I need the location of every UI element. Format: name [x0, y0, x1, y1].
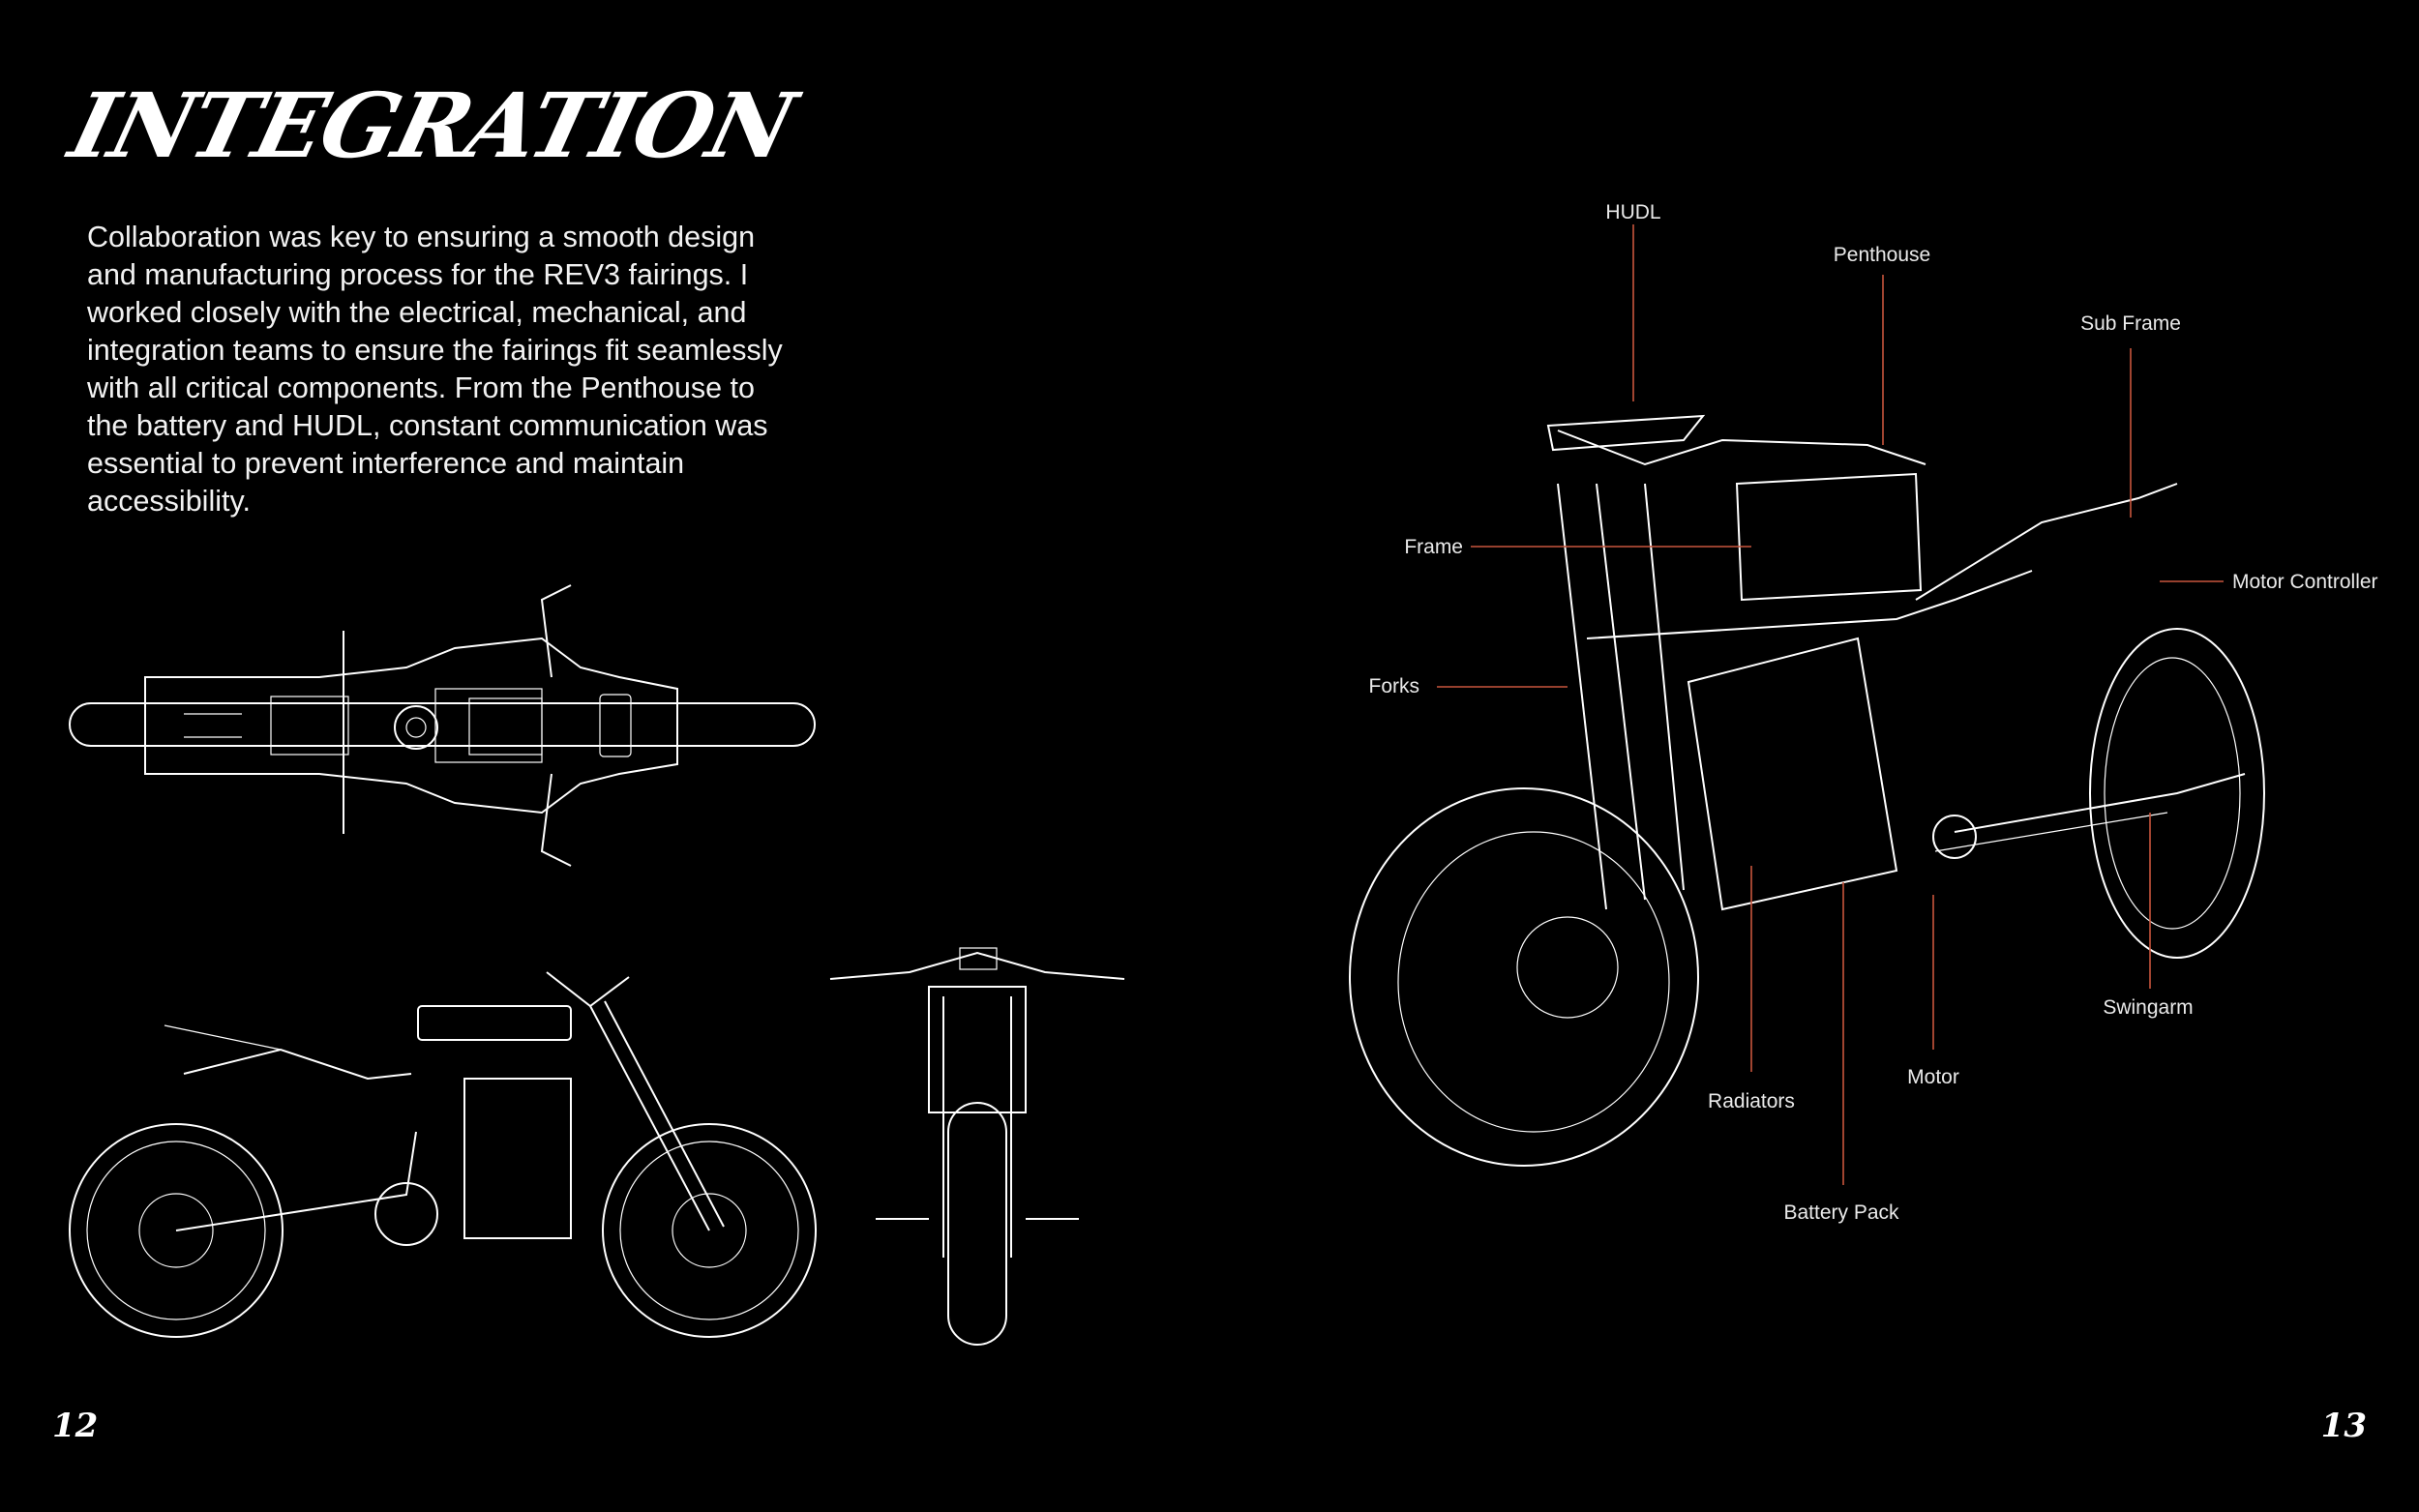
- callout-hudl: HUDL: [1605, 201, 1660, 223]
- isometric-view-drawing: [1349, 414, 2265, 1167]
- page-number-right: 13: [2320, 1407, 2367, 1445]
- callout-leaders: [1437, 224, 2224, 1185]
- callout-sub-frame: Sub Frame: [2080, 312, 2181, 335]
- callout-motor-controller: Motor Controller: [2232, 571, 2378, 593]
- callout-radiators: Radiators: [1708, 1090, 1795, 1112]
- front-view-drawing: [829, 947, 1125, 1346]
- side-view-drawing: [69, 971, 817, 1338]
- top-view-drawing: [69, 584, 816, 867]
- callout-forks: Forks: [1369, 675, 1420, 697]
- page-number-left: 12: [52, 1407, 99, 1445]
- callout-swingarm: Swingarm: [2103, 996, 2193, 1019]
- callout-penthouse: Penthouse: [1834, 244, 1930, 266]
- intro-paragraph: Collaboration was key to ensuring a smoo…: [87, 221, 783, 518]
- callout-motor: Motor: [1907, 1066, 1959, 1088]
- callout-battery-pack: Battery Pack: [1783, 1201, 1899, 1224]
- callout-frame: Frame: [1404, 536, 1463, 558]
